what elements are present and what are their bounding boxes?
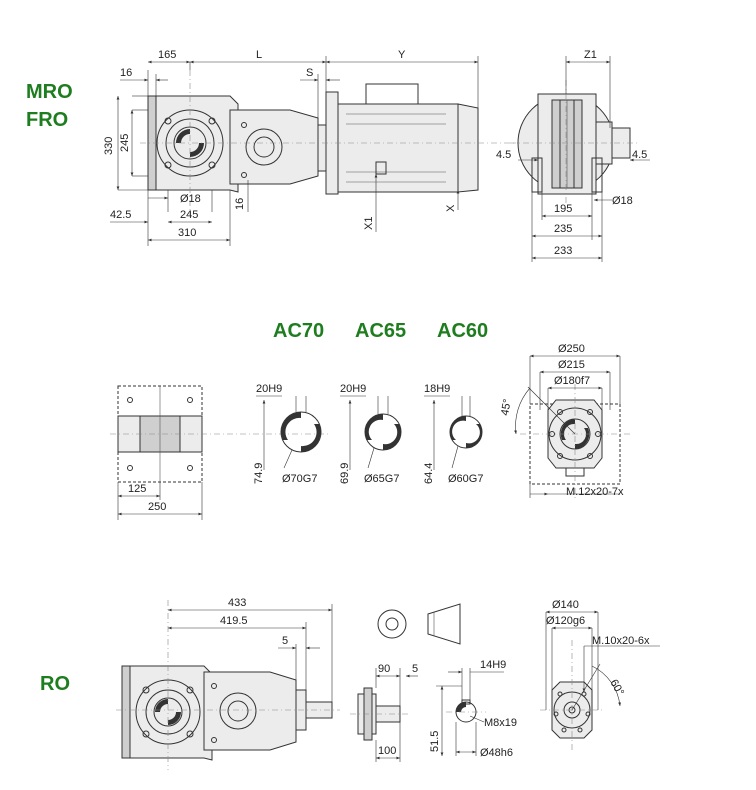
dim-310: 310 (178, 227, 196, 239)
dim-245-v: 245 (119, 134, 131, 152)
dim-16-top: 16 (120, 67, 132, 79)
dim-4-5-right: 4.5 (632, 149, 647, 161)
dim-d48h6: Ø48h6 (480, 747, 513, 759)
ac65-keyway: 20H9 (340, 383, 366, 395)
dim-d18-top: Ø18 (180, 193, 201, 205)
label-ro: RO (40, 673, 70, 695)
dim-4-5-left: 4.5 (496, 149, 511, 161)
dim-S: S (306, 67, 313, 79)
ac60-height: 64.4 (423, 463, 435, 484)
dim-100: 100 (378, 745, 396, 757)
flange-d180: Ø180f7 (554, 375, 590, 387)
ro-flange-view: Ø140 Ø120g6 M.10x20-6x 60° (540, 599, 660, 752)
dim-16-bottom: 16 (234, 198, 246, 210)
dim-433: 433 (228, 597, 246, 609)
ac70-diameter: Ø70G7 (282, 473, 317, 485)
dim-165: 165 (158, 49, 176, 61)
dim-42-5: 42.5 (110, 209, 131, 221)
dim-Y: Y (398, 49, 406, 61)
label-mro: MRO (26, 81, 73, 103)
ac65-height: 69.9 (339, 463, 351, 484)
ac60-keyway: 18H9 (424, 383, 450, 395)
dim-X1: X1 (363, 217, 375, 230)
dim-195: 195 (554, 203, 572, 215)
dim-5-shaft: 5 (412, 663, 418, 675)
dim-90: 90 (378, 663, 390, 675)
middle-housing-view: 125 250 (110, 385, 330, 520)
ac70-keyway: 20H9 (256, 383, 282, 395)
flange-d215: Ø215 (558, 359, 585, 371)
dim-51-5: 51.5 (429, 731, 441, 752)
ro-shaft-detail: 90 5 100 14H9 51.5 M8x19 Ø48h6 (350, 603, 517, 762)
ac65-shaft: 20H9 69.9 Ø65G7 (339, 383, 402, 485)
top-side-view: Z1 4.5 4.5 Ø18 195 235 233 (496, 49, 650, 262)
flange-thread-m12: M.12x20-7x (566, 486, 624, 498)
middle-flange-view: Ø250 Ø215 Ø180f7 45° M.12x20-7x (499, 343, 630, 500)
dim-5-ro: 5 (282, 635, 288, 647)
dim-419-5: 419.5 (220, 615, 248, 627)
label-ac65: AC65 (355, 320, 406, 342)
dim-d18-side: Ø18 (612, 195, 633, 207)
dim-Z1: Z1 (584, 49, 597, 61)
dim-X: X (445, 204, 457, 212)
flange-d250: Ø250 (558, 343, 585, 355)
label-ac70: AC70 (273, 320, 324, 342)
ac60-shaft: 18H9 64.4 Ø60G7 (423, 383, 483, 485)
flange-thread-m10: M.10x20-6x (592, 635, 650, 647)
top-front-view: 165 L Y 16 S 330 245 Ø18 16 42.5 (103, 49, 520, 246)
ac60-diameter: Ø60G7 (448, 473, 483, 485)
dim-m8x19: M8x19 (484, 717, 517, 729)
dim-235: 235 (554, 223, 572, 235)
dim-233: 233 (554, 245, 572, 257)
flange-d140: Ø140 (552, 599, 579, 611)
ac65-diameter: Ø65G7 (364, 473, 399, 485)
dim-245-h: 245 (180, 209, 198, 221)
dim-L: L (256, 49, 262, 61)
ac70-height: 74.9 (253, 463, 265, 484)
label-fro: FRO (26, 109, 68, 131)
ro-front-view: 433 419.5 5 (116, 597, 340, 770)
dim-330: 330 (103, 137, 115, 155)
flange-d120g6: Ø120g6 (546, 615, 585, 627)
dim-125: 125 (128, 483, 146, 495)
ac70-shaft: 20H9 74.9 Ø70G7 (253, 383, 322, 485)
label-ac60: AC60 (437, 320, 488, 342)
dim-14h9: 14H9 (480, 659, 506, 671)
flange-angle-45: 45° (499, 398, 514, 416)
dim-250: 250 (148, 501, 166, 513)
